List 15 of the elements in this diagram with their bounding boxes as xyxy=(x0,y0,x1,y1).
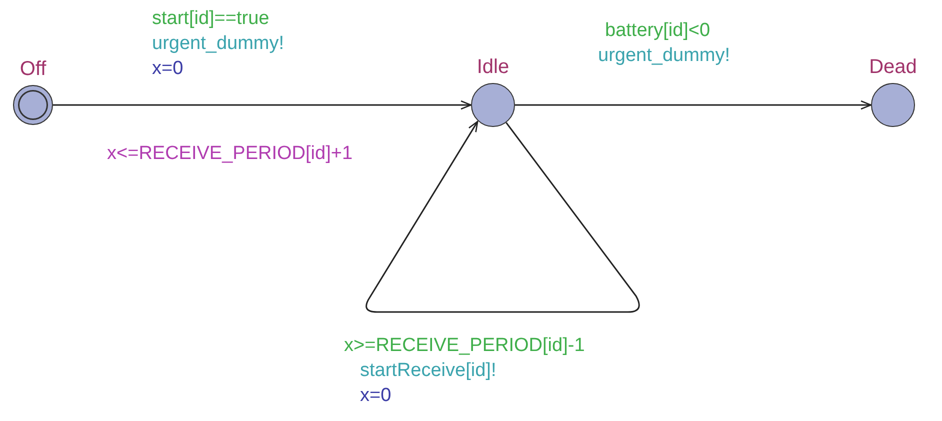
sync-text: startReceive[id]! xyxy=(360,359,496,383)
inv-text: x<=RECEIVE_PERIOD[id]+1 xyxy=(107,142,353,166)
transition-arrow xyxy=(366,120,640,313)
update-text: x=0 xyxy=(152,57,184,81)
transition-arrow xyxy=(53,100,472,110)
location-name: Dead xyxy=(869,56,917,78)
sync-text: urgent_dummy! xyxy=(598,44,730,68)
update-text: x=0 xyxy=(360,384,392,408)
guard-text: start[id]==true xyxy=(152,7,270,31)
location-name: Off xyxy=(20,58,46,80)
guard-text: x>=RECEIVE_PERIOD[id]-1 xyxy=(344,334,585,358)
guard-text: battery[id]<0 xyxy=(605,19,710,43)
sync-text: urgent_dummy! xyxy=(152,32,284,56)
transition-arrow xyxy=(515,100,872,110)
location-name: Idle xyxy=(476,56,510,78)
